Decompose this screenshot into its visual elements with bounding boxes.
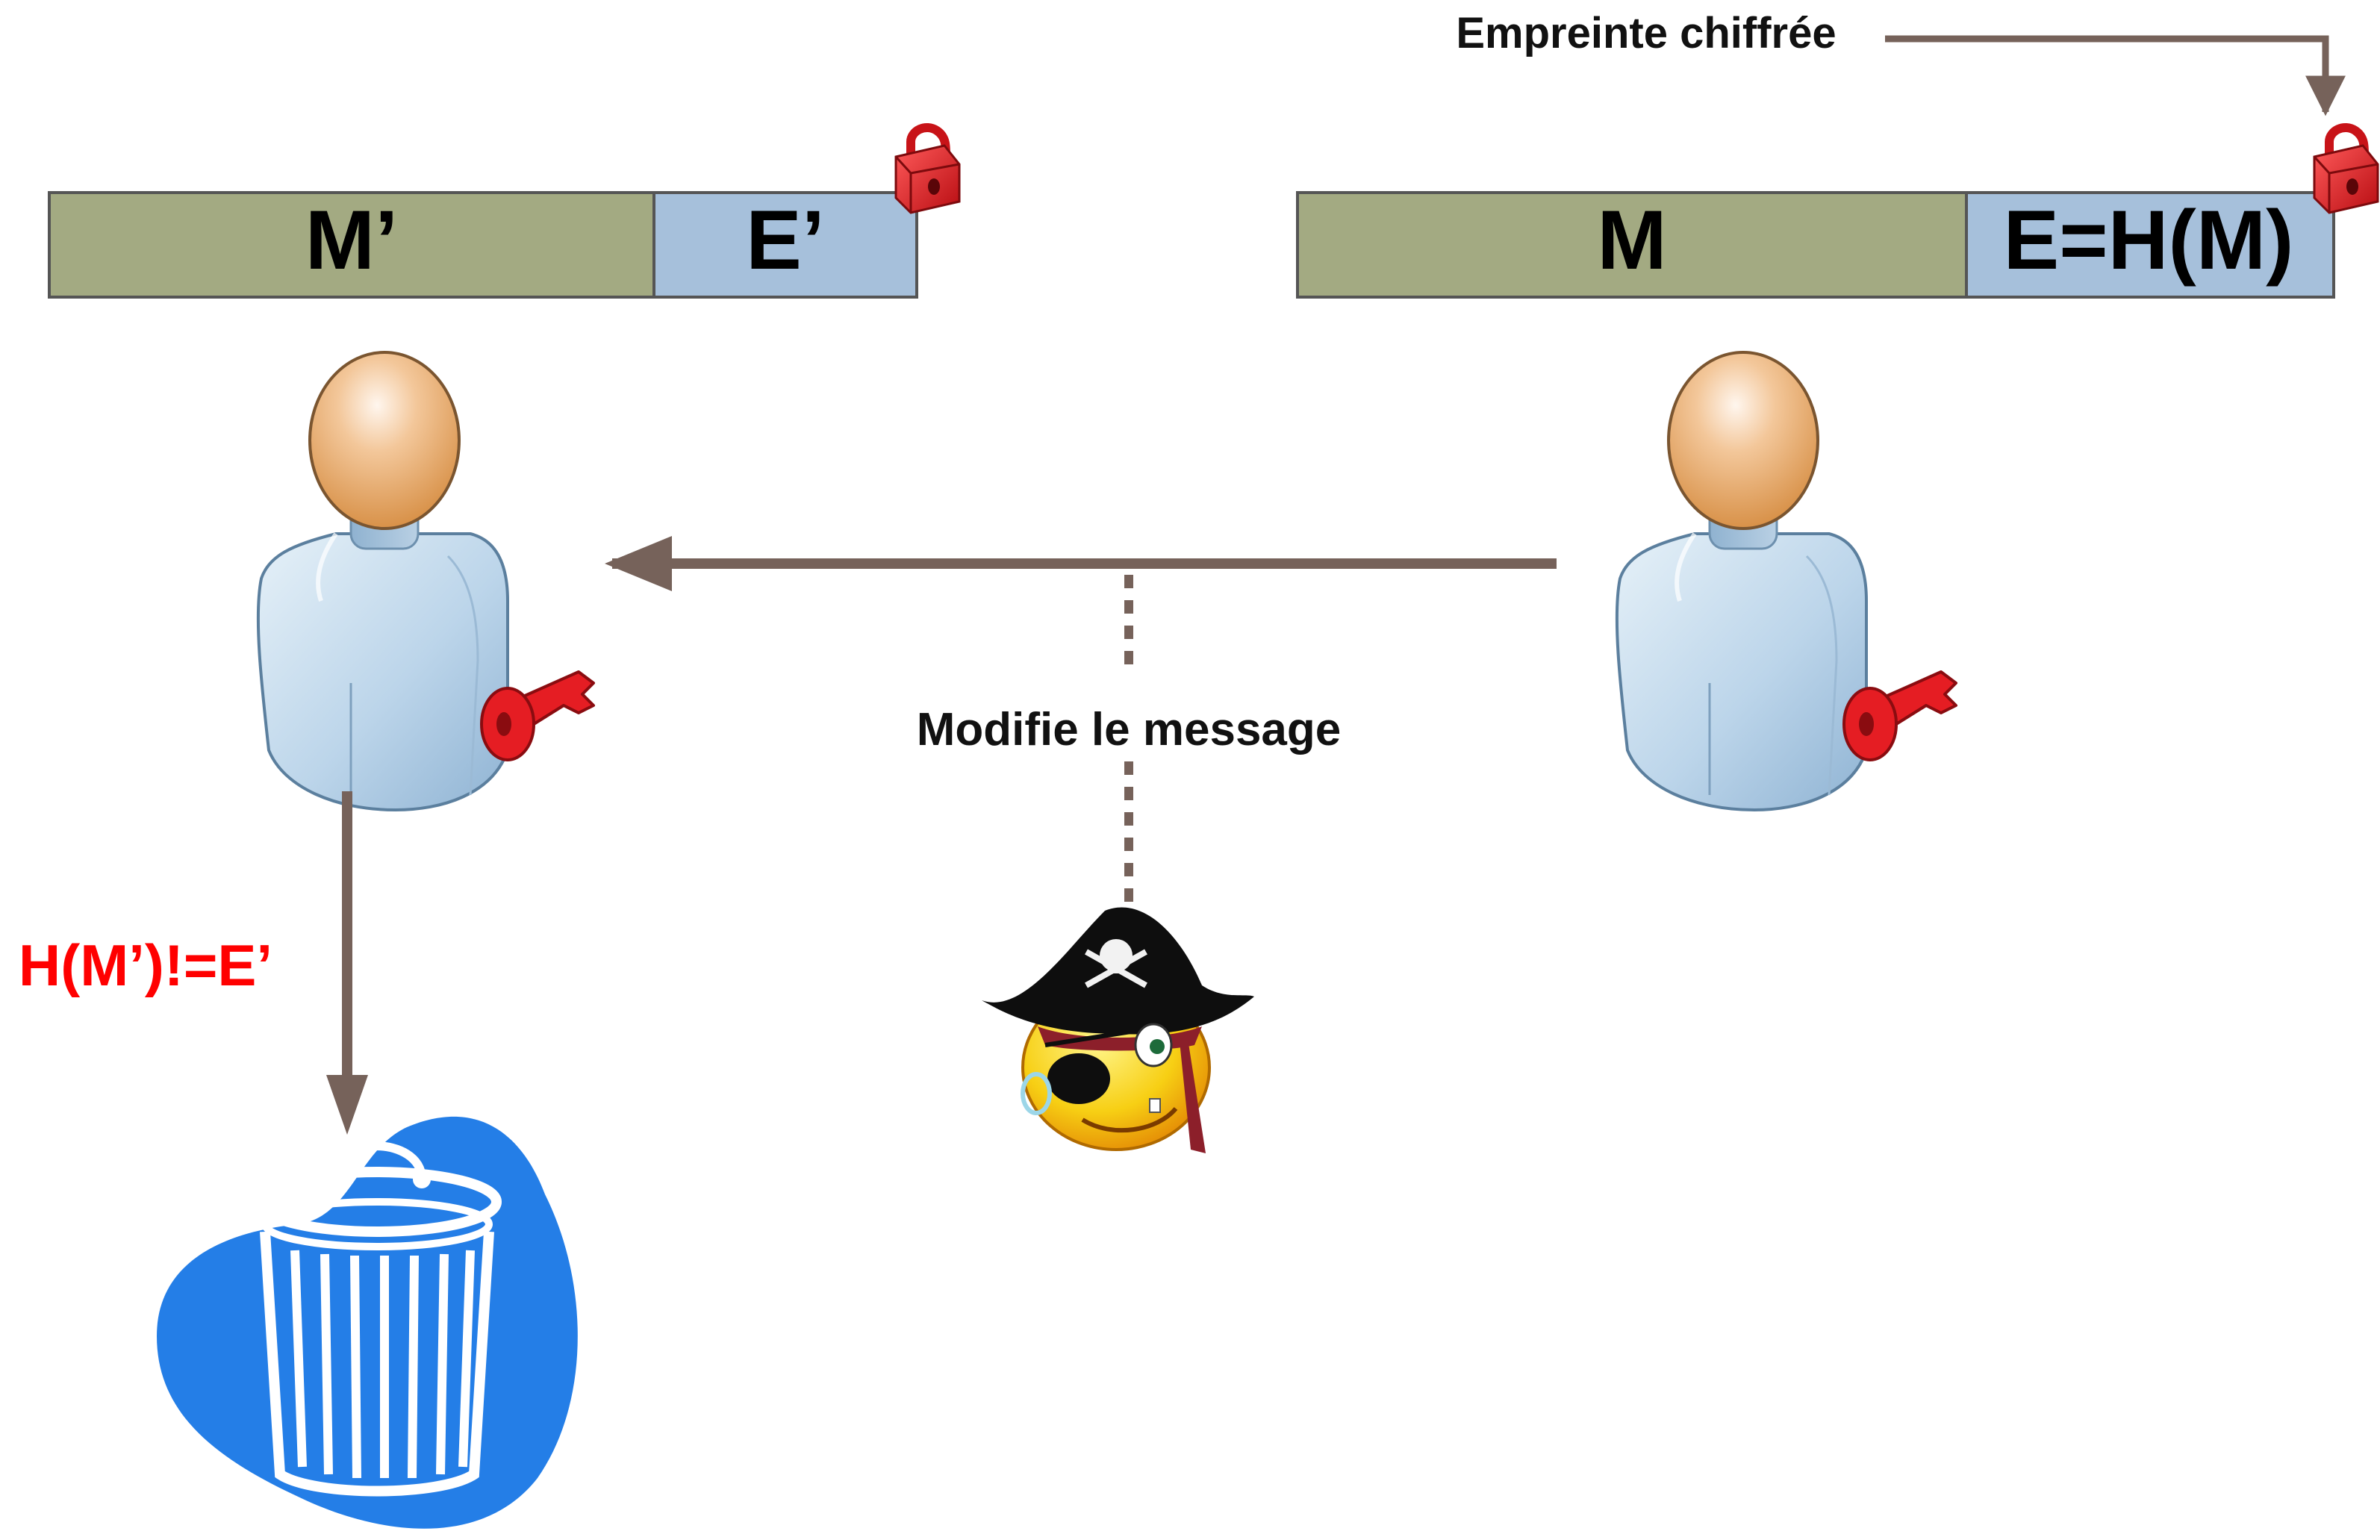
receiver-fingerprint-label: E’ — [746, 193, 825, 287]
sender-fingerprint-label: E=H(M) — [2004, 193, 2294, 287]
sender-fingerprint-cell — [1965, 191, 2335, 299]
pirate-icon — [982, 907, 1254, 1153]
note-arrow — [1885, 35, 2346, 116]
transmission-arrow-head — [605, 536, 672, 591]
receiver-user-icon — [258, 352, 508, 810]
receiver-message-label: M’ — [305, 193, 398, 287]
receiver-fingerprint-cell — [652, 191, 918, 299]
sender-user-icon — [1617, 352, 1866, 810]
receiver-packet: M’ E’ — [48, 191, 918, 299]
lock-icon — [896, 128, 959, 213]
sender-message-label: M — [1597, 193, 1666, 287]
sender-message-cell — [1296, 191, 1968, 299]
sender-packet: M E=H(M) — [1296, 191, 2335, 299]
receiver-message-cell — [48, 191, 655, 299]
encrypted-fingerprint-note: Empreinte chiffrée — [1456, 9, 1836, 57]
rejection-arrow-head — [326, 1075, 368, 1135]
modify-message-label: Modifie le message — [917, 704, 1342, 755]
trash-blob — [157, 1116, 578, 1529]
trash-icon — [157, 1116, 578, 1529]
hash-mismatch-label: H(M’)!=E’ — [19, 932, 272, 998]
lock-icon — [2314, 128, 2378, 213]
